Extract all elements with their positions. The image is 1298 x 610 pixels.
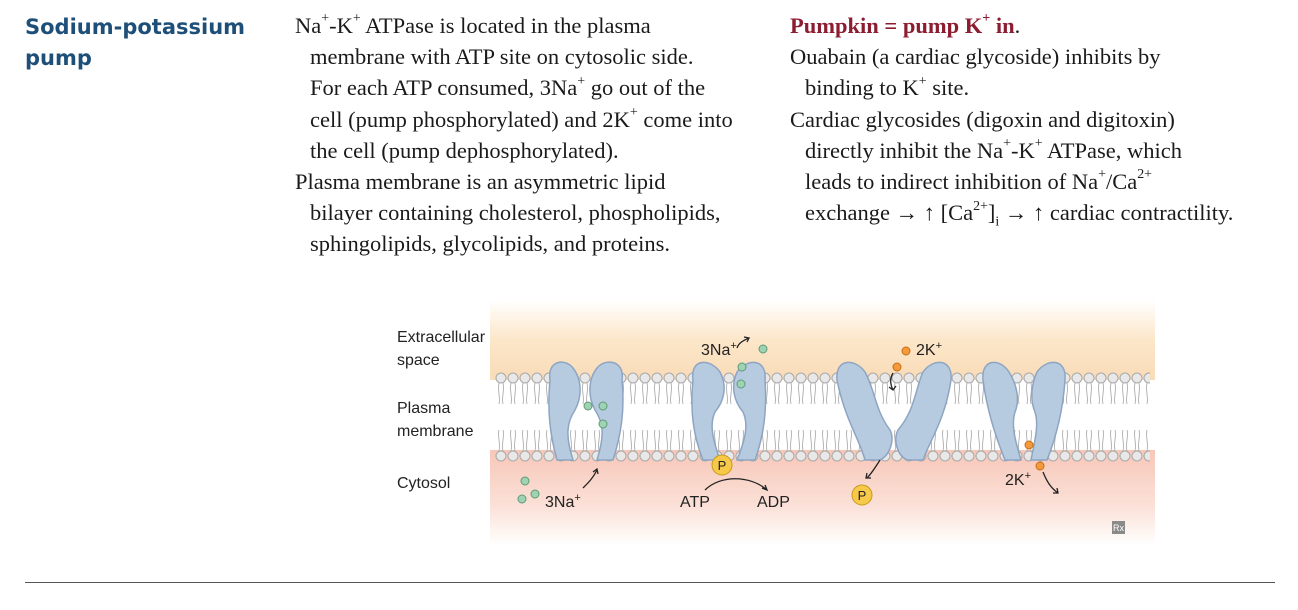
text-run: come into (637, 106, 733, 132)
sup: 2+ (1137, 167, 1153, 183)
phosphate-label: P (858, 488, 867, 503)
term-heading: Sodium-potassium pump (25, 12, 265, 74)
text-run: Ouabain (a cardiac glycoside) inhibits b… (790, 44, 1161, 70)
increase-arrow-icon: ↑ (1033, 200, 1045, 226)
label-2k-cytosol: 2K+ (1005, 470, 1031, 489)
pump-state-3 (836, 361, 952, 461)
arrow-icon: → (895, 200, 919, 226)
text-run: go out of the (585, 75, 706, 101)
term-line-2: pump (25, 46, 92, 70)
sup: + (1098, 167, 1106, 183)
text-run: directly inhibit the Na (805, 137, 1004, 163)
section-divider (25, 582, 1275, 583)
ouabain-note: Ouabain (a cardiac glycoside) inhibits b… (790, 41, 1290, 103)
sup: + (918, 73, 927, 89)
text-run: Plasma membrane is an asymmetric lipid (295, 169, 666, 195)
label-extracellular-1: Extracellular (397, 329, 486, 346)
sup: + (1003, 136, 1011, 152)
description-column: Na+-K+ ATPase is located in the plasma m… (295, 10, 775, 260)
text-run: exchange (805, 200, 896, 226)
text-run: ATPase is located in the plasma (360, 13, 651, 38)
text-run: site. (926, 75, 970, 101)
label-2k-extracellular: 2K+ (916, 340, 942, 359)
sup: + (352, 11, 361, 27)
text-run: ATPase, which (1042, 137, 1182, 163)
label-cytosol: Cytosol (397, 475, 450, 492)
text-run: pump K (902, 13, 983, 38)
text-run: cardiac contractility. (1044, 200, 1234, 226)
text-run: binding to K (805, 75, 919, 101)
text-run: leads to indirect inhibition of Na (805, 169, 1099, 195)
clinical-column: Pumpkin = pump K+ in. Ouabain (a cardiac… (790, 10, 1290, 230)
label-adp: ADP (757, 494, 790, 511)
text-run: sphingolipids, glycolipids, and proteins… (310, 231, 670, 257)
pump-description: Na+-K+ ATPase is located in the plasma m… (295, 10, 775, 166)
text-run: -K (1010, 137, 1035, 163)
text-run: the cell (pump dephosphorylated). (310, 137, 619, 163)
label-atp: ATP (680, 494, 710, 511)
phosphate-label: P (718, 458, 727, 473)
sodium-ions-cytosol (517, 476, 540, 504)
text-run: /Ca (1105, 169, 1138, 195)
text-run: -K (329, 13, 353, 38)
text-run: cell (pump phosphorylated) and 2K (310, 106, 630, 132)
sup: + (982, 11, 991, 27)
label-3na-cytosol: 3Na+ (545, 492, 581, 511)
pump-state-1 (548, 361, 624, 461)
pump-state-2 (691, 361, 767, 461)
label-plasma-1: Plasma (397, 400, 450, 417)
text-run: = (878, 13, 903, 38)
text-run: For each ATP consumed, 3Na (310, 75, 578, 101)
sup: + (577, 73, 586, 89)
label-plasma-2: membrane (397, 423, 474, 440)
arrow-icon: → (1004, 200, 1028, 226)
sub: i (995, 214, 1000, 230)
rx-badge: Rx (1112, 521, 1125, 534)
membrane-description: Plasma membrane is an asymmetric lipid b… (295, 166, 775, 260)
phosphate-released: P (851, 484, 873, 506)
sup: + (629, 105, 638, 121)
sup: + (321, 11, 330, 27)
text-run: Cardiac glycosides (digoxin and digitoxi… (790, 106, 1175, 132)
text-run: bilayer containing cholesterol, phosphol… (310, 200, 721, 226)
sodium-potassium-pump-diagram: Extracellular space Plasma membrane Cyto… (397, 300, 1155, 545)
rx-badge-label: Rx (1113, 523, 1124, 533)
mnemonic: Pumpkin = pump K+ in. (790, 10, 1290, 41)
reaction-arrows (582, 336, 1059, 494)
phosphate-bound: P (711, 454, 733, 476)
term-line-1: Sodium-potassium (25, 15, 246, 39)
text-run: ] (987, 200, 996, 226)
text-run: membrane with ATP site on cytosolic side… (310, 44, 694, 70)
sup: + (1034, 136, 1043, 152)
mnemonic-word: Pumpkin (790, 13, 879, 38)
pump-state-4 (982, 361, 1066, 461)
label-extracellular-2: space (397, 352, 440, 369)
cytosol-region (490, 450, 1155, 545)
text-run: in (990, 13, 1015, 38)
text-run: . (1014, 13, 1021, 38)
potassium-ions (892, 346, 1045, 471)
increase-arrow-icon: ↑ (923, 200, 935, 226)
label-3na-extracellular: 3Na+ (701, 340, 737, 359)
sodium-ions-released (736, 344, 768, 389)
text-run: Na (295, 13, 322, 38)
text-run: [Ca (934, 200, 974, 226)
sup: 2+ (973, 198, 988, 214)
glycoside-note: Cardiac glycosides (digoxin and digitoxi… (790, 104, 1290, 230)
sodium-ions-bound (583, 401, 608, 429)
